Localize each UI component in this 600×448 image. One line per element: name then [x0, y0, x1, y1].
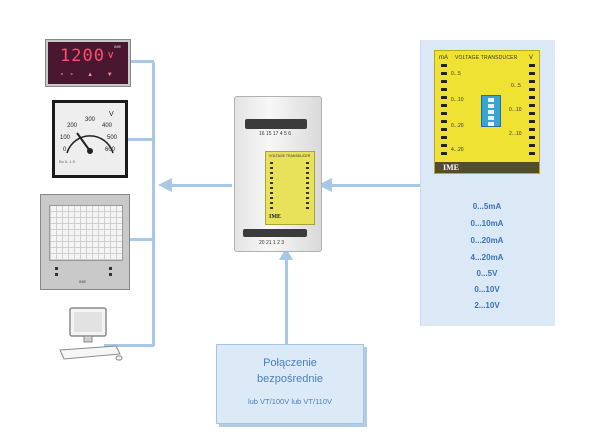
transducer-footer: IME: [435, 162, 539, 173]
unit-right: V: [529, 55, 534, 61]
direct-connection-box: Połączenie bezpośrednie lub VT/100V lub …: [216, 344, 364, 424]
scale-label: 0: [63, 147, 67, 153]
analog-dial-icon: [66, 132, 114, 154]
range-item: 0...20mA: [470, 236, 504, 245]
scale-label: 500: [107, 135, 118, 141]
scale-label: 200: [67, 123, 78, 129]
range-label-left: 4...20: [451, 147, 464, 153]
scale-label: 400: [102, 123, 113, 129]
module-terminals-top: 16 15 17 4 5 6: [259, 131, 291, 137]
meter-footer: Bo IL 1.5: [59, 159, 75, 164]
analog-panel-meter: 0 100 200 300 400 500 600 V Bo IL 1.5: [52, 100, 128, 178]
arrow-left-icon: [318, 178, 332, 192]
wire-analog-meter: [122, 138, 154, 141]
range-label-right: 0...5: [511, 83, 521, 89]
dip-switch: [481, 95, 501, 127]
transducer-front-label: mA VOLTAGE TRANSDUCER V 0...5 0...10 0..…: [434, 50, 540, 174]
terminal-column-right: [529, 64, 535, 158]
transducer-title: VOLTAGE TRANSDUCER: [455, 55, 518, 61]
module-logo: IME: [269, 214, 281, 220]
unit-left: mA: [439, 55, 448, 61]
meter-unit: V: [108, 51, 114, 60]
range-item: 4...20mA: [470, 253, 504, 262]
scale-label: 300: [85, 117, 96, 123]
range-label-left: 0...20: [451, 123, 464, 129]
range-item: 0...5V: [476, 269, 498, 278]
module-bottom-terminal: [243, 229, 307, 237]
arrow-up-icon: [279, 248, 293, 260]
wire-module-to-meters: [170, 184, 232, 187]
meter-brand: IME: [114, 44, 122, 49]
meter-unit: V: [109, 111, 114, 118]
wire-module-to-callout: [285, 254, 288, 346]
range-item: 0...10V: [474, 285, 500, 294]
callout-line-2: bezpośrednie: [256, 373, 324, 385]
module-led-column: [306, 162, 309, 210]
transducer-module: 16 15 17 4 5 6 VOLTAGE TRANSDUCER IME 20…: [234, 96, 322, 252]
range-item: 0...5mA: [472, 202, 502, 211]
recorder-brand: IME: [79, 279, 87, 284]
recorder-indicators-icon: [55, 267, 112, 276]
module-face-title: VOLTAGE TRANSDUCER: [269, 154, 311, 158]
range-label-left: 0...5: [451, 71, 461, 77]
module-led-column: [270, 162, 273, 210]
recorder-screen: [49, 205, 123, 261]
computer-icon: [59, 307, 123, 361]
range-item: 0...10mA: [470, 219, 504, 228]
transducer-logo: IME: [443, 163, 459, 172]
meter-display-value: 1200: [60, 46, 105, 66]
module-front-panel: VOLTAGE TRANSDUCER IME: [265, 151, 315, 225]
wire-panel-to-module: [326, 184, 420, 187]
arrow-left-icon: [158, 178, 172, 192]
range-label-right: 0...10: [509, 107, 522, 113]
range-label-left: 0...10: [451, 97, 464, 103]
module-top-terminal: [245, 119, 307, 129]
range-label-right: 2...10: [509, 131, 522, 137]
wire-recorder: [128, 238, 154, 241]
wire-digital-meter: [126, 60, 154, 63]
range-item: 2...10V: [474, 301, 500, 310]
scale-label: 600: [105, 147, 116, 153]
callout-line-1: Połączenie: [263, 357, 317, 369]
wire-bus-vertical: [152, 62, 155, 346]
terminal-column-left: [441, 64, 447, 158]
chart-recorder: IME: [40, 194, 130, 290]
module-terminals-bottom: 20 21 1 2 3: [259, 240, 285, 246]
digital-panel-meter: 1200 V IME ∘∘ ▲ ▼: [46, 40, 130, 86]
meter-buttons: ∘∘ ▲ ▼: [60, 72, 119, 78]
callout-line-3: lub VT/100V lub VT/110V: [247, 397, 333, 406]
scale-label: 100: [60, 135, 71, 141]
wire-pc: [104, 344, 154, 347]
